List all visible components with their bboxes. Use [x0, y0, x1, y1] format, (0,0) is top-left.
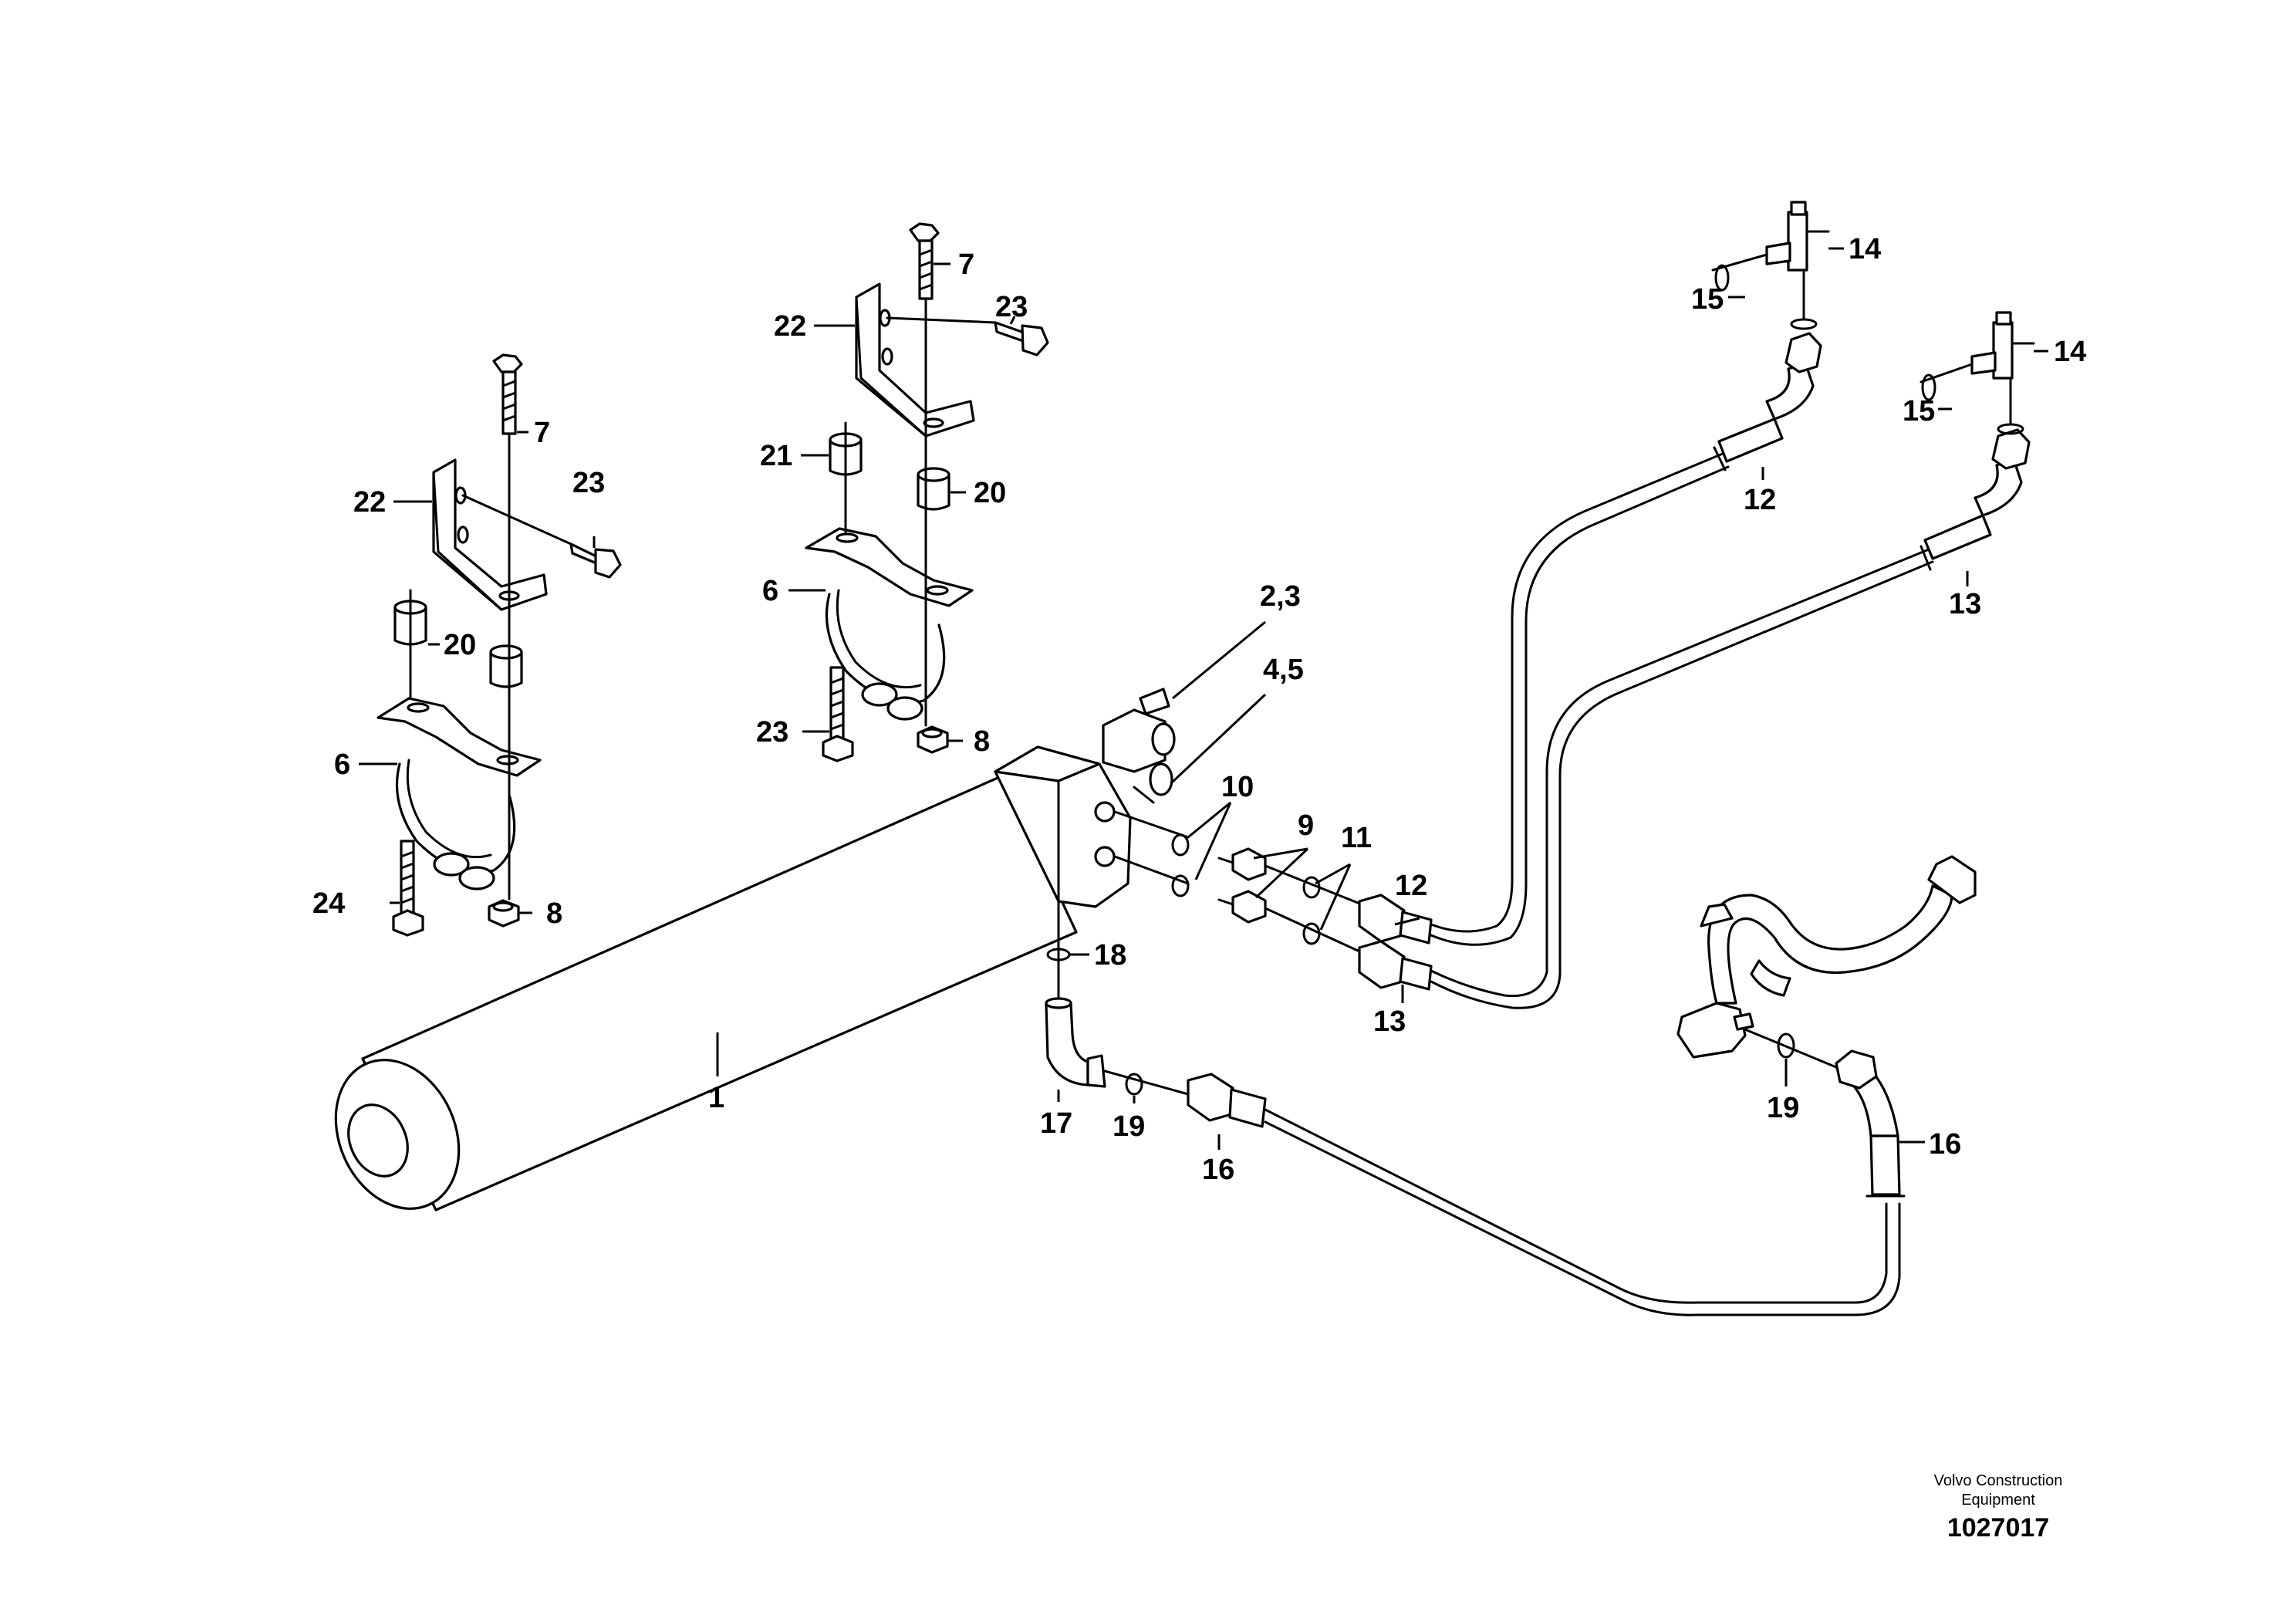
callout-19-left: 19: [1113, 1110, 1145, 1143]
callout-16-left: 16: [1202, 1154, 1234, 1186]
company-line-2: Equipment: [1961, 1492, 2035, 1509]
callout-10: 10: [1221, 771, 1254, 803]
callout-1: 1: [708, 1082, 724, 1114]
company-credit: Volvo Construction Equipment: [1882, 1472, 2114, 1510]
callout-8-middle: 8: [974, 725, 990, 758]
callout-12-upper: 12: [1744, 484, 1776, 516]
callout-2-3: 2,3: [1260, 580, 1301, 613]
callout-15-lower: 15: [1903, 395, 1935, 427]
callout-12-lower: 12: [1395, 870, 1427, 902]
callout-17: 17: [1040, 1107, 1072, 1140]
callout-15-top: 15: [1691, 283, 1724, 316]
callout-18: 18: [1094, 939, 1126, 972]
callout-8-left: 8: [546, 897, 562, 930]
callout-6-left: 6: [334, 748, 350, 781]
callout-14-top: 14: [1849, 233, 1881, 265]
callout-23-lower: 23: [756, 716, 788, 748]
callout-7-middle: 7: [958, 248, 974, 281]
callout-23-left: 23: [572, 467, 605, 499]
company-line-1: Volvo Construction: [1933, 1472, 2063, 1489]
callout-11: 11: [1341, 822, 1372, 854]
leader-lines: [359, 247, 2048, 1150]
hose-lines: [1264, 201, 2035, 1316]
callout-21: 21: [760, 440, 792, 472]
right-pipe-assembly: [1676, 855, 1977, 1059]
callout-7-left: 7: [534, 417, 550, 449]
callout-20-middle: 20: [974, 477, 1006, 509]
middle-clamp-assembly: [805, 222, 1049, 762]
callout-19-right: 19: [1767, 1092, 1799, 1124]
hydraulic-cylinder: [334, 688, 1176, 1211]
callout-9: 9: [1298, 809, 1314, 842]
callout-13-lower: 13: [1373, 1005, 1406, 1038]
callout-23-middle: 23: [995, 291, 1028, 323]
callout-13-upper: 13: [1949, 588, 1981, 620]
left-clamp-assembly: [376, 353, 622, 937]
port-fittings: [1045, 810, 1433, 1128]
callout-14-lower: 14: [2054, 336, 2086, 368]
callout-24: 24: [312, 887, 345, 920]
callout-22-left: 22: [353, 486, 386, 519]
drawing-number: 1027017: [1947, 1513, 2050, 1543]
callout-4-5: 4,5: [1263, 654, 1304, 686]
callout-16-right: 16: [1929, 1128, 1961, 1161]
callout-20-left: 20: [444, 629, 476, 661]
callout-22-middle: 22: [774, 310, 806, 343]
callout-labels: 1 2,3 4,5 10 9 11 12 13 18 17 19 16 19 1…: [312, 233, 2086, 1186]
callout-6-middle: 6: [762, 575, 778, 607]
